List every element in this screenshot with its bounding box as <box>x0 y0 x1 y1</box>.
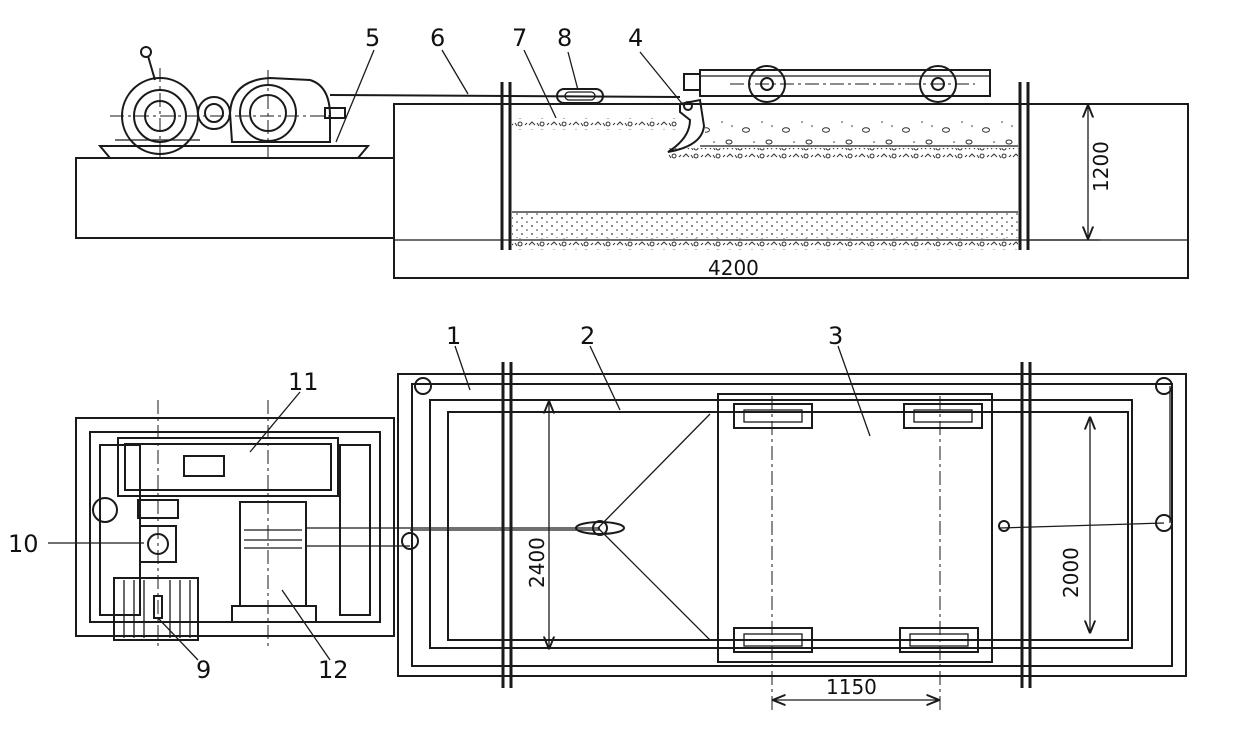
leader-lines <box>48 49 871 661</box>
dim-spacing: 1150 <box>826 675 877 699</box>
label-1: 1 <box>446 322 461 350</box>
pit-plan-outline <box>397 373 1187 677</box>
sand-layer <box>512 212 1018 238</box>
gearbox-11 <box>117 437 339 497</box>
motor-9 <box>113 577 199 641</box>
winch-assembly <box>110 46 346 160</box>
label-8: 8 <box>557 24 572 52</box>
elevation-view <box>75 46 1189 279</box>
winch-platform <box>75 157 395 239</box>
label-6: 6 <box>430 24 445 52</box>
label-7: 7 <box>512 24 527 52</box>
drum-12 <box>239 501 307 607</box>
scraper-bucket-4 <box>667 98 706 153</box>
base-sled-5 <box>97 145 371 159</box>
dim-width-outer: 2400 <box>525 537 549 588</box>
plan-view <box>75 362 1187 710</box>
gravel-layer <box>705 120 1018 146</box>
dim-depth: 1200 <box>1089 141 1113 192</box>
callout-labels: 5 6 7 8 4 1 2 3 11 10 9 12 <box>8 24 843 684</box>
label-5: 5 <box>365 24 380 52</box>
dimension-labels: 4200 1200 2400 2000 1150 <box>525 141 1113 699</box>
label-3: 3 <box>828 322 843 350</box>
winch-frame <box>75 417 395 637</box>
soil-layer-7 <box>512 118 677 130</box>
label-4: 4 <box>628 24 643 52</box>
label-9: 9 <box>196 656 211 684</box>
dim-length: 4200 <box>708 256 759 280</box>
label-12: 12 <box>318 656 349 684</box>
label-11: 11 <box>288 368 319 396</box>
pit-outline <box>393 103 1189 279</box>
carriage <box>683 65 991 103</box>
dim-width-inner: 2000 <box>1059 547 1083 598</box>
carriage-3 <box>717 393 993 663</box>
brake-10 <box>92 497 118 523</box>
label-10: 10 <box>8 530 39 558</box>
label-2: 2 <box>580 322 595 350</box>
cable-6 <box>329 94 681 98</box>
